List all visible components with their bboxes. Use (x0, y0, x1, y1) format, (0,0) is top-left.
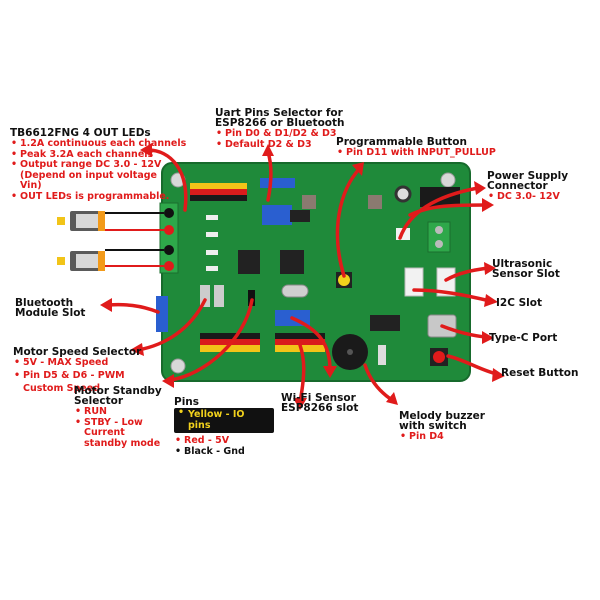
motor-2 (57, 249, 164, 271)
motor-speed-switch-2[interactable] (214, 285, 224, 307)
arrow-pins (298, 343, 306, 404)
programmable-button[interactable] (338, 274, 350, 286)
callout-prog-button: Programmable Button Pin D11 with INPUT_P… (336, 137, 506, 159)
arrow-power (398, 186, 480, 240)
arrow-power-dc (408, 203, 488, 217)
callout-title: Power Supply Connector (487, 170, 569, 192)
callout-bullet: OUT LEDs is programmable. (10, 191, 210, 203)
callout-wifi: Wi-Fi Sensor ESP8266 slot (281, 392, 371, 414)
reset-button[interactable] (433, 351, 445, 363)
callout-title: Bluetooth Module Slot (15, 297, 86, 319)
callout-reset: Reset Button (501, 367, 579, 379)
arrow-prog-button (335, 166, 362, 278)
callout-bluetooth: Bluetooth Module Slot (15, 297, 110, 319)
callout-buzzer: Melody buzzer with switch Pin D4 (399, 411, 509, 443)
out-leds (206, 215, 218, 271)
callout-bullet: RUN (74, 406, 169, 418)
regulator-chip (290, 210, 310, 222)
bluetooth-slot (156, 296, 168, 332)
motor-standby-jumper[interactable] (248, 290, 255, 306)
terminal-screw (164, 245, 174, 255)
callout-bullet: Peak 3.2A each channels (10, 149, 210, 161)
callout-title: Motor Standby Selector (74, 385, 162, 407)
callout-title: TB6612FNG 4 OUT LEDs (10, 127, 151, 139)
mounting-hole (170, 358, 186, 374)
crystal (281, 284, 309, 298)
callout-title: Ultrasonic Sensor Slot (492, 258, 560, 280)
motor-speed-switch[interactable] (200, 285, 210, 307)
callout-title: Programmable Button (336, 136, 467, 148)
callout-bullet: STBY - Low Current standby mode (74, 417, 169, 450)
callout-bullet: Output range DC 3.0 - 12V (Depend on inp… (10, 159, 170, 192)
callout-bullet: Pin D0 & D1/D2 & D3 (215, 128, 345, 140)
arrow-wifi (290, 316, 332, 372)
callout-title: Type-C Port (489, 332, 558, 344)
arrow-i2c (412, 288, 492, 303)
arrow-motor-speed (136, 298, 207, 352)
motor-driver-chip (238, 250, 260, 274)
callout-bullet-red: Red - 5V (174, 435, 274, 447)
terminal-screw (164, 208, 174, 218)
mounting-hole (440, 172, 456, 188)
motor-1 (57, 211, 164, 231)
callout-typec: Type-C Port (489, 332, 558, 344)
ultrasonic-slot (436, 267, 456, 297)
callout-bullet: Pin D4 (399, 431, 509, 443)
callout-bullet: Pin D11 with INPUT_PULLUP (336, 147, 506, 159)
usb-chip (370, 315, 400, 331)
callout-bullet: 5V - MAX Speed (13, 357, 148, 369)
callout-bullet-yellow: Yellow - IO pins (174, 408, 274, 433)
callout-bullet: Default D2 & D3 (215, 139, 345, 151)
inductor (302, 195, 316, 209)
callout-motor-standby: Motor Standby Selector RUN STBY - Low Cu… (74, 386, 169, 449)
arrow-heads (100, 143, 505, 410)
callout-uart: Uart Pins Selector for ESP8266 or Blueto… (215, 108, 345, 150)
power-jack[interactable] (420, 187, 460, 207)
callout-ultrasonic: Ultrasonic Sensor Slot (492, 258, 592, 280)
arrow-buzzer (363, 363, 394, 402)
callout-title: Motor Speed Selector (13, 346, 142, 358)
callout-motor-speed: Motor Speed Selector 5V - MAX Speed Pin … (13, 347, 148, 395)
terminal-screw (164, 225, 174, 235)
power-terminal (427, 221, 451, 253)
callout-bullet: DC 3.0- 12V (487, 191, 577, 203)
motor-terminal-block (159, 202, 179, 274)
callout-title: Uart Pins Selector for ESP8266 or Blueto… (215, 107, 345, 129)
callout-title: Reset Button (501, 367, 579, 379)
buzzer-switch[interactable] (378, 345, 386, 365)
arrow-bluetooth (106, 302, 160, 314)
callout-title: Melody buzzer with switch (399, 410, 485, 432)
callout-bullet: 1.2A continuous each channels (10, 138, 210, 150)
arrow-motor-standby (168, 298, 254, 382)
callout-bullet: Pin D5 & D6 - PWM Custom Speed (13, 369, 148, 395)
callout-title: I2C Slot (496, 297, 542, 309)
callout-i2c: I2C Slot (496, 297, 542, 309)
uart-jumper-selector[interactable] (262, 205, 292, 225)
top-pin-header (190, 183, 247, 201)
callout-pins: Pins Yellow - IO pins Red - 5V Black - G… (174, 397, 274, 457)
inductor (368, 195, 382, 209)
callout-arrows (106, 148, 499, 404)
callout-bullet-black: Black - Gnd (174, 446, 274, 458)
callout-title: Wi-Fi Sensor ESP8266 slot (281, 392, 359, 414)
terminal-screw (164, 261, 174, 271)
callout-out-leds: TB6612FNG 4 OUT LEDs 1.2A continuous eac… (10, 128, 210, 202)
callout-power: Power Supply Connector DC 3.0- 12V (487, 171, 577, 203)
capacitor (394, 185, 412, 203)
callout-title: Pins (174, 396, 200, 408)
microcontroller-chip (280, 250, 304, 274)
uart-jumper-top (260, 178, 295, 188)
